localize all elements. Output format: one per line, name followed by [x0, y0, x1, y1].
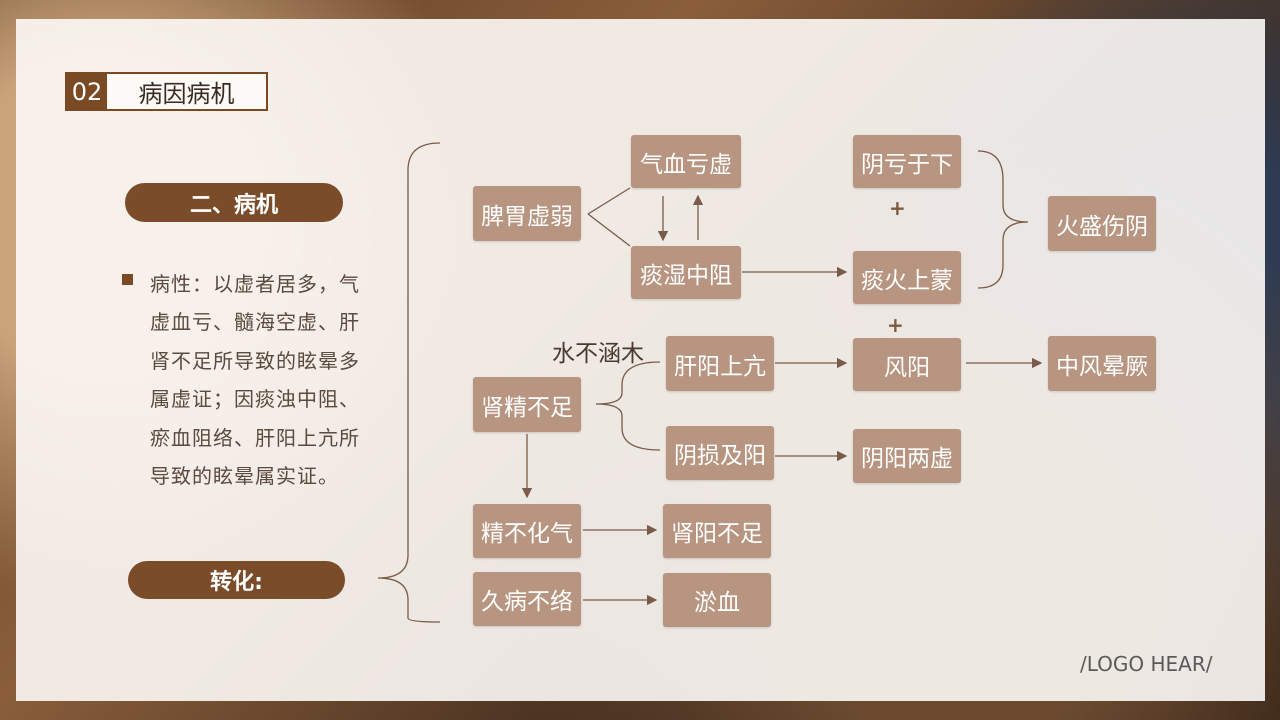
- node-blood-stasis: 淤血: [663, 573, 771, 627]
- node-qi-blood-deficiency: 气血亏虚: [631, 135, 741, 188]
- plus-sign-2: +: [887, 313, 904, 337]
- split-line-upper: [587, 187, 631, 215]
- main-brace: [377, 142, 441, 623]
- node-spleen-weak: 脾胃虚弱: [473, 186, 581, 241]
- section-title: 病因病机: [138, 80, 235, 108]
- bullet-item: 病性：以虚者居多，气虚血亏、髓海空虚、肝肾不足所导致的眩晕多属虚证；因痰浊中阻、…: [122, 265, 367, 495]
- node-yin-yang-deficiency: 阴阳两虚: [853, 429, 961, 483]
- transform-pill: 转化:: [128, 561, 345, 599]
- node-yin-deficiency-below: 阴亏于下: [853, 135, 961, 188]
- node-chronic-illness: 久病不络: [473, 572, 581, 626]
- section-header: 02 病因病机: [65, 72, 268, 111]
- logo-text: /LOGO HEAR/: [1080, 652, 1213, 676]
- node-essence-qi: 精不化气: [473, 504, 581, 558]
- node-kidney-yang: 肾阳不足: [663, 504, 771, 558]
- plus-sign-1: +: [889, 196, 906, 220]
- kidney-brace: [595, 361, 661, 451]
- fire-brace: [977, 150, 1029, 289]
- split-line-lower: [587, 213, 631, 247]
- bullet-text: 病性：以虚者居多，气虚血亏、髓海空虚、肝肾不足所导致的眩晕多属虚证；因痰浊中阻、…: [150, 272, 360, 489]
- node-liver-yang: 肝阳上亢: [666, 336, 774, 391]
- node-stroke-syncope: 中风晕厥: [1048, 336, 1156, 391]
- node-phlegm-fire: 痰火上蒙: [853, 251, 961, 304]
- edge-label-water: 水不涵木: [552, 341, 644, 367]
- node-kidney-essence: 肾精不足: [473, 377, 581, 432]
- bullet-marker: [122, 274, 133, 285]
- node-phlegm-dampness: 痰湿中阻: [631, 246, 741, 299]
- node-yin-to-yang: 阴损及阳: [666, 426, 774, 480]
- node-wind-yang: 风阳: [853, 338, 961, 391]
- node-fire-injures-yin: 火盛伤阴: [1048, 196, 1156, 251]
- section-number: 02: [67, 74, 107, 109]
- heading-pill: 二、病机: [125, 183, 343, 222]
